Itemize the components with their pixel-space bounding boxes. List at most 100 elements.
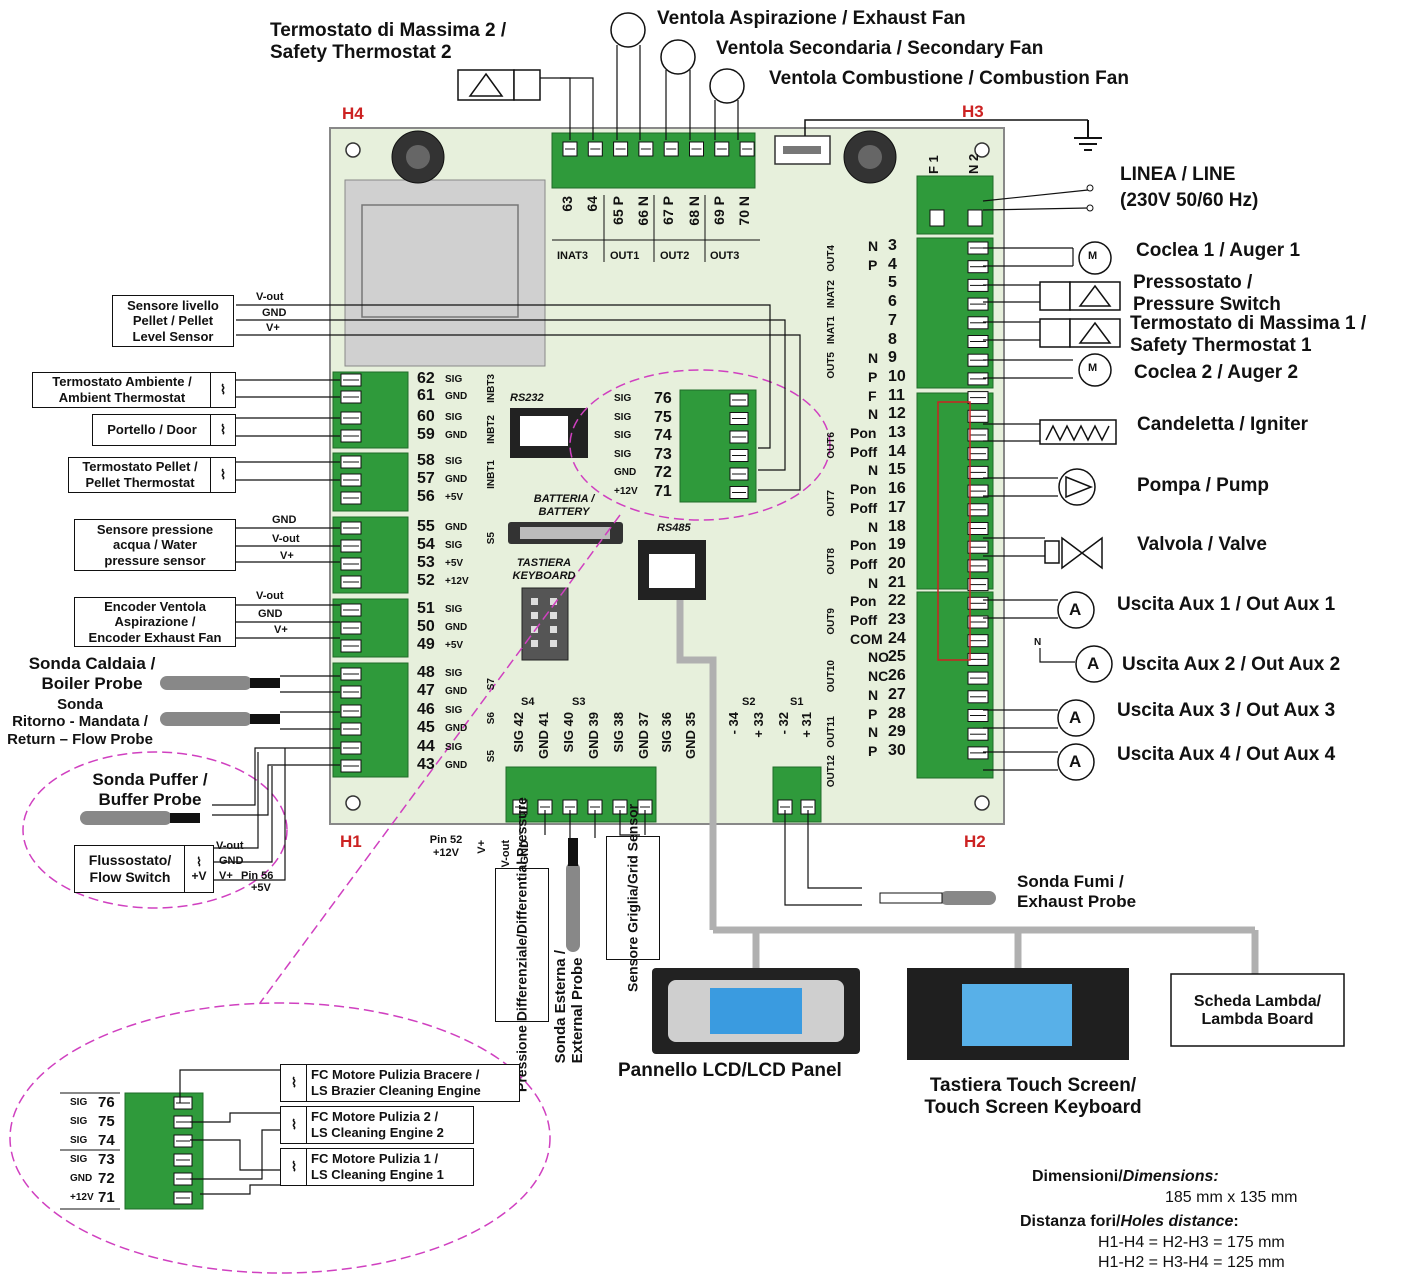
right-group-out10: OUT10 xyxy=(826,660,837,693)
touch-keyboard-label: Tastiera Touch Screen/Touch Screen Keybo… xyxy=(924,1075,1142,1118)
flow-switch-vout: V-out xyxy=(216,840,244,852)
left-code-48: SIG xyxy=(445,668,463,679)
bottom-pin-42: SIG 42 xyxy=(511,712,526,753)
left-code-53: +5V xyxy=(445,558,464,569)
left-group-1: INBT2 xyxy=(486,415,497,444)
valve-coil-icon xyxy=(1044,540,1060,564)
right-group-out5: OUT5 xyxy=(826,352,837,379)
right-pin-8: 8 xyxy=(888,330,897,348)
aux3-label: Uscita Aux 3 / Out Aux 3 xyxy=(1117,700,1336,721)
center-pin-76: 76 xyxy=(654,390,672,407)
lambda-board-label: Scheda Lambda/Lambda Board xyxy=(1193,993,1322,1029)
aux1-symbol: A xyxy=(1069,600,1082,619)
right-group-inat2: INAT2 xyxy=(826,280,837,309)
group-s3: S3 xyxy=(572,696,586,708)
engine2-switch-icon: ⌇ xyxy=(280,1106,308,1144)
center-code-75: SIG xyxy=(614,411,632,423)
inset-screws xyxy=(173,1096,193,1205)
brazier-engine-box: FC Motore Pulizia Bracere /LS Brazier Cl… xyxy=(306,1064,520,1102)
right-pin-30: 30 xyxy=(888,741,906,759)
water-pressure-vplus: V+ xyxy=(280,550,294,562)
pin52-label: Pin 52+12V xyxy=(429,834,463,859)
encoder-vout: V-out xyxy=(256,590,284,602)
top-terminal-block xyxy=(551,132,756,189)
bottom-wiring xyxy=(519,810,862,906)
auger2-motor-icon xyxy=(1078,353,1112,387)
right-group-out6: OUT6 xyxy=(826,432,837,459)
diff-pressure-vout: V-out xyxy=(500,840,512,868)
exhaust-fan-label: Ventola Aspirazione / Exhaust Fan xyxy=(657,8,966,29)
right-code-13: Pon xyxy=(850,425,877,441)
secondary-fan-icon xyxy=(660,39,696,75)
safety-thermostat-1-label: Termostato di Massima 1 /Safety Thermost… xyxy=(1130,313,1367,356)
auger2-motor-symbol: M xyxy=(1088,362,1098,374)
inset-code-76: SIG xyxy=(70,1097,88,1108)
exhaust-probe-icon xyxy=(940,891,996,905)
left-code-57: GND xyxy=(445,474,468,485)
inset-terminal-block xyxy=(124,1092,204,1210)
pressure-switch-label: Pressostato /Pressure Switch xyxy=(1133,272,1281,315)
left-code-59: GND xyxy=(445,430,468,441)
right-group-out12: OUT12 xyxy=(826,755,837,788)
left-code-54: SIG xyxy=(445,540,463,551)
left-code-44: SIG xyxy=(445,742,463,753)
left-group-3: S5 xyxy=(486,532,497,545)
left-code-58: SIG xyxy=(445,456,463,467)
top-screws xyxy=(562,141,755,157)
left-code-49: +5V xyxy=(445,640,464,651)
buffer-probe-icon xyxy=(80,811,172,825)
valve-icon xyxy=(1061,536,1103,570)
inset-pin-72: 72 xyxy=(98,1170,115,1187)
center-code-73: SIG xyxy=(614,448,632,460)
right-pin-28: 28 xyxy=(888,704,906,722)
group-out2: OUT2 xyxy=(660,250,690,262)
inset-code-75: SIG xyxy=(70,1116,88,1127)
right-pin-18: 18 xyxy=(888,517,906,535)
right-group-inat1: INAT1 xyxy=(826,316,837,345)
right-wiring xyxy=(982,189,1089,771)
inset-pin-75: 75 xyxy=(98,1113,115,1130)
right-code-11: F xyxy=(868,387,877,404)
center-pin-75: 75 xyxy=(654,408,672,426)
left-wiring xyxy=(212,304,801,881)
encoder-gnd: GND xyxy=(258,608,283,620)
left-pin-54: 54 xyxy=(417,536,435,553)
left-code-51: SIG xyxy=(445,604,463,615)
pump-label: Pompa / Pump xyxy=(1137,475,1269,496)
left-group-0: INBT3 xyxy=(486,374,497,403)
right-code-16: Pon xyxy=(850,481,877,498)
inset-pin-74: 74 xyxy=(98,1132,115,1149)
water-pressure-gnd: GND xyxy=(272,514,297,526)
right-pin-17: 17 xyxy=(888,498,906,516)
left-pin-62: 62 xyxy=(417,370,435,387)
center-screws xyxy=(729,393,749,499)
buffer-probe-label: Sonda Puffer /Buffer Probe xyxy=(92,770,208,809)
external-probe-icon xyxy=(566,862,580,952)
left-pin-56: 56 xyxy=(417,488,435,505)
flow-switch-5v: +5V xyxy=(251,882,271,894)
line-title: LINEA / LINE xyxy=(1120,164,1236,185)
right-group-out11: OUT11 xyxy=(826,716,837,748)
bottom-pin-32: - 32 xyxy=(776,712,791,735)
left-code-60: SIG xyxy=(445,412,463,423)
fuse-label: F 1 xyxy=(926,155,941,174)
group-out3: OUT3 xyxy=(710,250,740,262)
boiler-probe-label: Sonda Caldaia /Boiler Probe xyxy=(28,654,156,693)
top-pin-68: 68 N xyxy=(685,196,702,226)
thermostat1-switch-icon xyxy=(1039,318,1071,348)
inset-code-71: +12V xyxy=(70,1192,94,1203)
hole-h2 xyxy=(974,795,990,811)
hole-h4-label: H4 xyxy=(342,104,364,123)
dashed-highlight-buffer xyxy=(22,751,288,909)
hole-h3 xyxy=(974,142,990,158)
left-pin-50: 50 xyxy=(417,618,435,635)
center-code-76: SIG xyxy=(614,393,632,404)
pellet-thermostat-switch-icon: ⌇ xyxy=(210,457,236,493)
aux3-icon xyxy=(1057,699,1095,737)
right-code-20: Poff xyxy=(850,555,878,572)
engine2-box: FC Motore Pulizia 2 /LS Cleaning Engine … xyxy=(306,1106,474,1144)
right-pin-4: 4 xyxy=(888,255,897,273)
right-code-14: Poff xyxy=(850,443,878,460)
right-group-out9: OUT9 xyxy=(826,608,837,635)
left-code-43: GND xyxy=(445,760,468,771)
